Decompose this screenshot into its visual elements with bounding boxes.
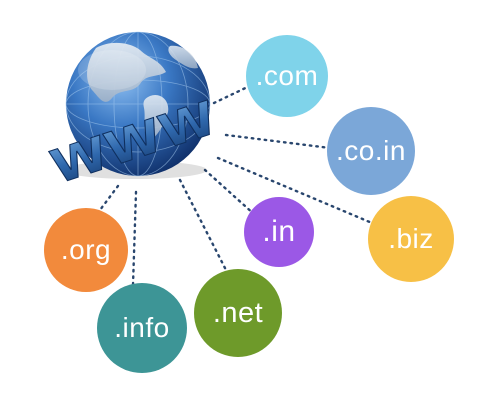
domain-label-biz: .biz <box>388 223 434 254</box>
connector-biz <box>216 156 374 225</box>
domain-bubble-biz: .biz <box>368 196 454 282</box>
domain-label-org: .org <box>60 234 112 265</box>
domain-bubble-com: .com <box>246 35 328 117</box>
connector-net <box>178 178 228 272</box>
domain-label-co-in: .co.in <box>336 135 406 166</box>
domain-bubble-info: .info <box>97 283 187 373</box>
domain-label-info: .info <box>114 312 170 343</box>
domain-label-in: .in <box>262 215 296 248</box>
connector-info <box>131 190 138 287</box>
domain-bubble-org: .org <box>44 208 128 292</box>
domain-label-com: .com <box>255 60 319 91</box>
domain-bubble-co-in: .co.in <box>327 107 415 195</box>
domain-label-net: .net <box>212 296 264 329</box>
domain-bubble-in: .in <box>244 197 314 267</box>
connector-in <box>203 168 257 217</box>
globe-icon <box>63 31 211 179</box>
connector-coin <box>224 133 332 150</box>
domain-bubble-net: .net <box>194 269 282 357</box>
connector-org <box>98 184 120 212</box>
